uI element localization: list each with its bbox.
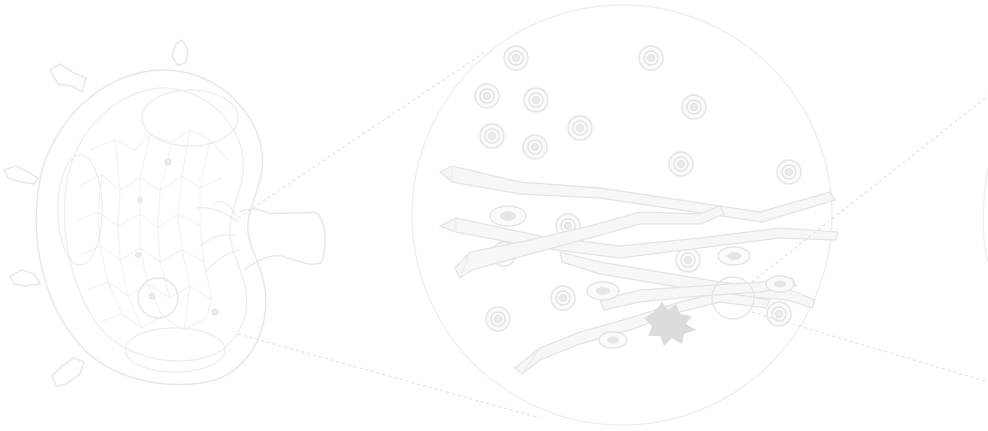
fiber-strand-outline <box>451 166 541 375</box>
fiber-strand <box>454 205 725 279</box>
round-cell-icon <box>567 115 593 141</box>
magnifier-circle-detail <box>711 276 755 320</box>
next-detail-edge <box>982 167 988 263</box>
round-cell-icon <box>668 151 694 177</box>
organ-inner-capsule <box>63 87 248 362</box>
organ-appendage <box>51 357 85 387</box>
magnifier-circle-small <box>137 277 179 319</box>
organ-lobe-top <box>141 89 239 147</box>
round-cell-icon <box>638 45 664 71</box>
round-cell-icon <box>766 301 792 327</box>
organ-lobe-left <box>57 154 103 266</box>
fibroblast-cells <box>489 205 795 349</box>
fiber-bundle-icon <box>438 165 839 375</box>
organ-marker <box>164 158 172 166</box>
round-cell-icon <box>522 134 548 160</box>
fiber-strand <box>559 251 816 309</box>
round-cell-icon <box>776 159 802 185</box>
round-cell-icon <box>681 94 707 120</box>
organ-marker <box>137 197 143 203</box>
organ-marker <box>135 252 141 258</box>
organ-appendage <box>49 63 87 94</box>
organ-marker <box>148 292 156 300</box>
round-cell-icon <box>474 83 500 109</box>
round-cell-icon <box>485 306 511 332</box>
organ-lobe-bottom <box>124 327 226 373</box>
organ-outer-capsule <box>35 69 267 386</box>
irregular-cell-blob <box>644 302 696 346</box>
fiber-strand <box>599 277 797 311</box>
round-cell-icon <box>479 123 505 149</box>
organ-appendage <box>9 269 42 287</box>
organ-marker <box>211 308 219 316</box>
organ-appendage <box>171 39 189 67</box>
round-cell-icon <box>523 87 549 113</box>
fiber-strand <box>514 291 771 375</box>
organ-overview <box>3 39 326 387</box>
zoom-guide-line <box>751 311 988 383</box>
round-cell-icon <box>550 285 576 311</box>
round-cell-icon <box>675 247 701 273</box>
round-cell-icon <box>503 45 529 71</box>
detail-boundary-circle <box>411 4 833 426</box>
next-detail-boundary-arc <box>982 167 988 263</box>
zoom-guide-line <box>751 95 988 283</box>
fiber-strand <box>438 165 836 223</box>
organ-hilum-branches <box>195 201 241 273</box>
zoom-guide-line <box>237 51 486 219</box>
magnified-tissue-detail <box>411 4 839 426</box>
zoom-guide-line <box>237 333 541 419</box>
organ-appendage <box>3 165 39 185</box>
organ-hilum-vessel <box>239 208 326 271</box>
